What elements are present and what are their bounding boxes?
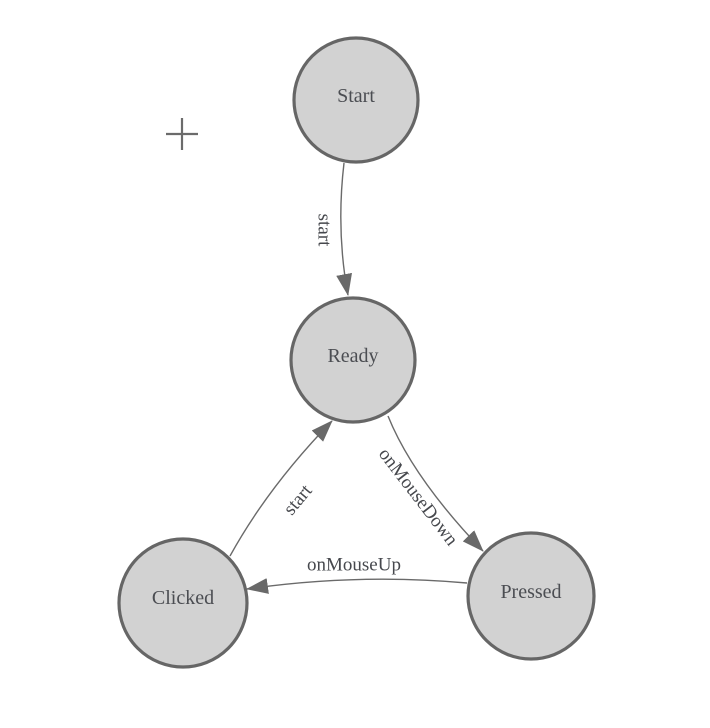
nodes-layer: Start Ready Clicked Pressed [117,36,596,669]
node-pressed[interactable] [466,531,596,661]
edge-label-onmousedown: onMouseDown [374,444,462,550]
edge-ready-to-pressed[interactable] [387,415,484,552]
edge-start-to-ready[interactable] [336,162,352,296]
node-ready-label: Ready [327,345,378,367]
edge-label-onmouseup: onMouseUp [307,555,401,576]
node-start[interactable] [292,36,420,164]
node-clicked[interactable] [117,537,249,669]
node-pressed-label: Pressed [500,581,561,603]
edge-clicked-to-ready[interactable] [229,420,333,557]
edge-label-start-top: start [314,214,335,247]
node-ready[interactable] [289,296,417,424]
crosshair-plus-icon [166,118,198,150]
node-clicked-label: Clicked [152,587,214,609]
node-start-label: Start [337,85,375,107]
edge-pressed-to-clicked[interactable] [246,578,468,594]
edge-label-start-left: start [279,480,317,519]
